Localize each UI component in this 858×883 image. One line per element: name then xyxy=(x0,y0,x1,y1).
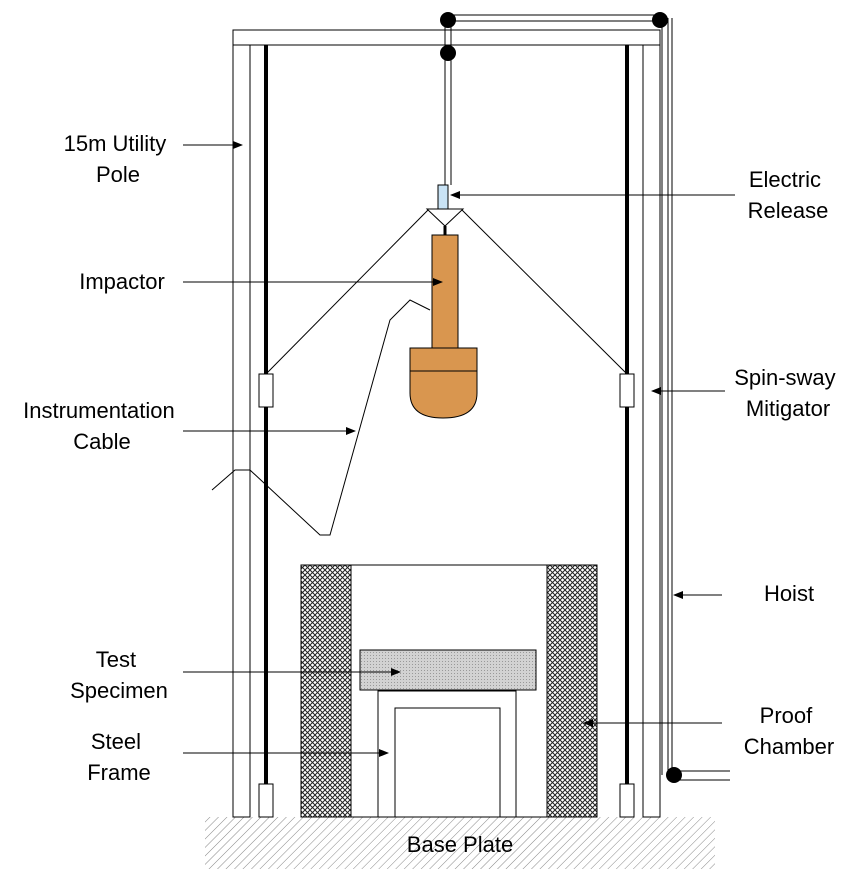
pulley-top-left xyxy=(440,12,456,28)
steel-frame-label: Steel Frame xyxy=(87,729,151,785)
steel-frame xyxy=(377,690,517,817)
instrumentation-cable xyxy=(211,299,431,536)
impactor xyxy=(409,234,478,419)
left-rail-anchor xyxy=(258,783,274,818)
electric-release-label: Electric Release xyxy=(748,167,829,223)
pulley-top-right xyxy=(652,12,668,28)
top-beam xyxy=(232,29,661,46)
pulley-hoist-base xyxy=(666,767,682,783)
utility-pole-label: 15m Utility Pole xyxy=(64,131,173,187)
pulley-lower xyxy=(440,45,456,61)
hoist-cable xyxy=(444,14,730,781)
spin-sway-cables xyxy=(265,209,628,375)
left-spin-sway-mitigator xyxy=(258,373,274,408)
spreader-bar xyxy=(425,208,465,227)
right-spin-sway-mitigator xyxy=(619,373,635,408)
spin-sway-label: Spin-sway Mitigator xyxy=(734,365,842,421)
base-plate xyxy=(205,817,715,869)
test-specimen xyxy=(359,649,537,691)
proof-chamber-label: Proof Chamber xyxy=(744,703,834,759)
right-utility-pole xyxy=(642,44,661,818)
test-specimen-label: Test Specimen xyxy=(70,647,168,703)
base-plate-label: Base Plate xyxy=(407,832,513,857)
right-rail-anchor xyxy=(619,783,635,818)
electric-release xyxy=(437,184,449,210)
impactor-label: Impactor xyxy=(79,269,165,294)
instrumentation-cable-label: Instrumentation Cable xyxy=(23,398,181,454)
hoist-label: Hoist xyxy=(764,581,814,606)
